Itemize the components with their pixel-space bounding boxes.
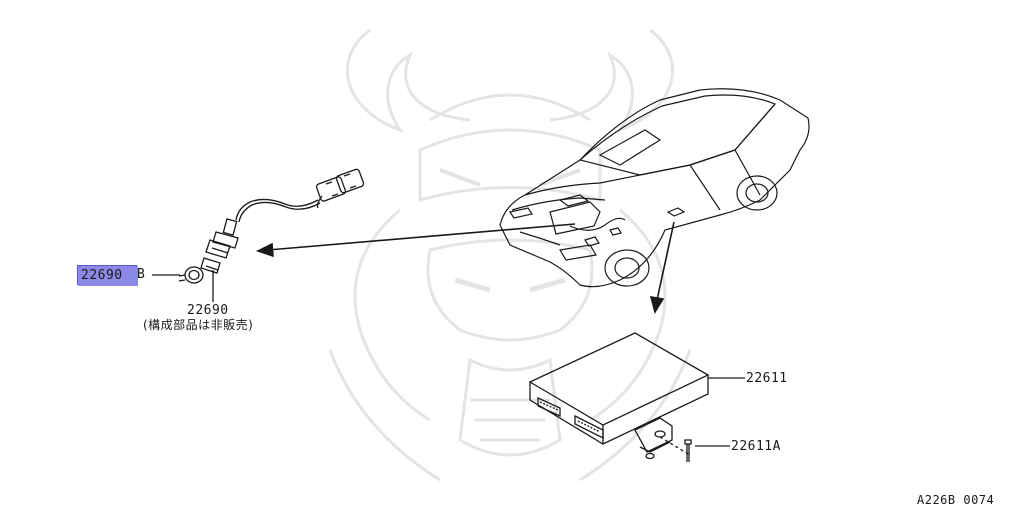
diagram-code: A226B 0074 — [917, 493, 995, 507]
sensor-gasket — [178, 266, 204, 284]
sensor-part-number[interactable]: 22690 — [187, 303, 229, 318]
highlighted-part-label: 22690 — [81, 268, 123, 283]
oxygen-sensor-drawing — [152, 168, 365, 302]
bolt-part-number[interactable]: 22611A — [731, 439, 781, 454]
highlighted-part-suffix: B — [137, 267, 145, 282]
sensor-wire — [235, 198, 319, 221]
car-drawing — [499, 88, 810, 288]
module-part-number[interactable]: 22611 — [746, 371, 788, 386]
sensor-body — [200, 218, 239, 274]
arrows — [255, 221, 675, 315]
highlight-background — [78, 266, 138, 286]
sensor-connector — [315, 168, 365, 209]
ecu-module-drawing — [528, 332, 745, 462]
arrow-to-ecu — [656, 221, 675, 301]
watermark-logo — [328, 28, 692, 482]
arrow-to-sensor — [267, 223, 576, 251]
mounting-bolt — [684, 439, 692, 462]
sensor-note: (構成部品は非販売) — [143, 318, 254, 332]
highlighted-part-number[interactable]: 22690 — [77, 265, 138, 286]
